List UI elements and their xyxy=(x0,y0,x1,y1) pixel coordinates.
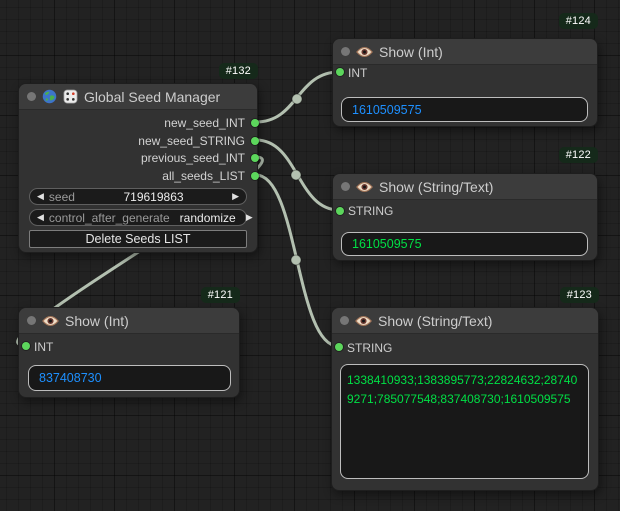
dice-icon xyxy=(63,89,78,104)
widget-value[interactable]: randomize xyxy=(179,210,236,225)
eye-icon xyxy=(356,181,373,192)
collapse-dot-icon[interactable] xyxy=(27,316,36,325)
output-label: all_seeds_LIST xyxy=(162,169,245,183)
output-row: new_seed_INT xyxy=(19,114,245,132)
node-titlebar[interactable]: Global Seed Manager xyxy=(19,84,257,110)
node-title-label: Show (String/Text) xyxy=(378,312,493,329)
node-titlebar[interactable]: Show (String/Text) xyxy=(333,174,597,200)
node-show-int-121[interactable]: Show (Int) INT 837408730 xyxy=(18,307,240,398)
globe-icon xyxy=(42,89,57,104)
node-show-string-123[interactable]: Show (String/Text) STRING 1338410933;138… xyxy=(331,307,599,491)
node-title-label: Show (Int) xyxy=(379,43,443,60)
input-label: STRING xyxy=(347,340,393,355)
int-value-display[interactable]: 837408730 xyxy=(28,365,231,391)
string-value-display[interactable]: 1610509575 xyxy=(341,232,588,256)
node-title-label: Show (Int) xyxy=(65,312,129,329)
node-show-int-124[interactable]: Show (Int) INT 1610509575 xyxy=(332,38,598,127)
int-value-display[interactable]: 1610509575 xyxy=(341,97,588,122)
output-port-new-seed-int[interactable] xyxy=(251,119,259,127)
node-title-label: Global Seed Manager xyxy=(84,88,221,105)
widget-value[interactable]: 719619863 xyxy=(123,189,184,204)
widget-label: control_after_generate xyxy=(48,210,170,225)
node-titlebar[interactable]: Show (Int) xyxy=(333,39,597,65)
output-label: new_seed_STRING xyxy=(138,134,245,148)
node-id-badge: #123 xyxy=(559,287,599,303)
output-row: previous_seed_INT xyxy=(19,149,245,167)
output-port-previous-seed-int[interactable] xyxy=(251,154,259,163)
increment-arrow-icon[interactable]: ▶ xyxy=(232,191,240,201)
input-label: INT xyxy=(34,339,54,354)
input-port-int[interactable] xyxy=(22,342,30,350)
node-global-seed-manager[interactable]: Global Seed Manager new_seed_INT new_see… xyxy=(18,83,259,253)
input-label: INT xyxy=(348,65,368,80)
eye-icon xyxy=(356,46,373,57)
output-row: all_seeds_LIST xyxy=(19,167,245,185)
output-label: previous_seed_INT xyxy=(140,151,245,165)
input-port-int[interactable] xyxy=(336,68,344,76)
decrement-arrow-icon[interactable]: ◀ xyxy=(37,212,44,222)
node-title-label: Show (String/Text) xyxy=(379,178,494,195)
link-midpoint-dot[interactable] xyxy=(290,169,302,181)
link-midpoint-dot[interactable] xyxy=(291,93,303,105)
decrement-arrow-icon[interactable]: ◀ xyxy=(37,191,44,201)
input-port-string[interactable] xyxy=(335,343,343,351)
node-titlebar[interactable]: Show (String/Text) xyxy=(332,308,598,334)
collapse-dot-icon[interactable] xyxy=(341,182,350,191)
input-port-string[interactable] xyxy=(336,207,344,215)
string-value-display[interactable]: 1338410933;1383895773;22824632;287409271… xyxy=(340,364,589,479)
input-label: STRING xyxy=(348,203,394,218)
node-id-badge: #122 xyxy=(558,147,598,163)
collapse-dot-icon[interactable] xyxy=(340,316,349,325)
link-midpoint-dot[interactable] xyxy=(290,254,302,266)
output-port-new-seed-string[interactable] xyxy=(251,136,259,145)
delete-seeds-list-button[interactable]: Delete Seeds LIST xyxy=(29,230,247,248)
control-after-generate-widget[interactable]: ◀ control_after_generate randomize ▶ xyxy=(29,209,253,226)
output-port-all-seeds-list[interactable] xyxy=(251,172,259,180)
node-id-badge: #132 xyxy=(218,63,258,79)
widget-label: seed xyxy=(48,189,75,204)
output-row: new_seed_STRING xyxy=(19,132,245,150)
node-show-string-122[interactable]: Show (String/Text) STRING 1610509575 xyxy=(332,173,598,261)
node-id-badge: #121 xyxy=(200,287,240,303)
collapse-dot-icon[interactable] xyxy=(27,92,36,101)
eye-icon xyxy=(42,315,59,326)
increment-arrow-icon[interactable]: ▶ xyxy=(245,212,253,222)
output-label: new_seed_INT xyxy=(164,116,245,130)
eye-icon xyxy=(355,315,372,326)
seed-widget[interactable]: ◀ seed 719619863 ▶ xyxy=(29,188,247,205)
node-titlebar[interactable]: Show (Int) xyxy=(19,308,239,334)
node-id-badge: #124 xyxy=(558,13,598,29)
collapse-dot-icon[interactable] xyxy=(341,47,350,56)
